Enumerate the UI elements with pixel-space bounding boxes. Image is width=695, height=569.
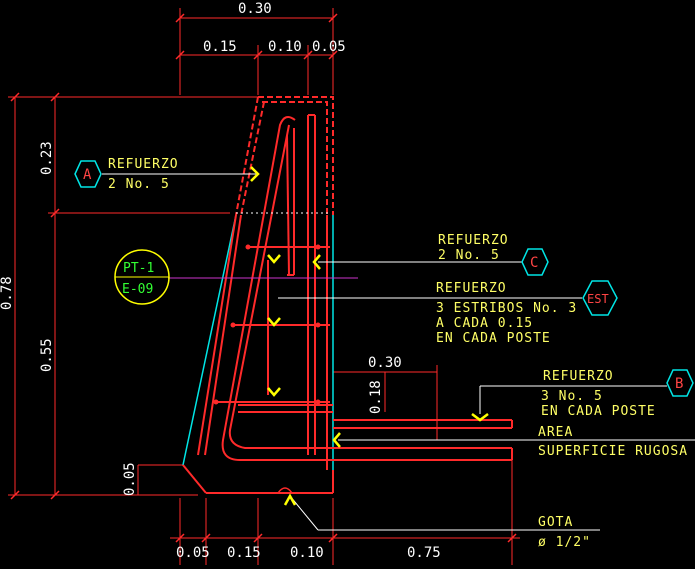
dim-left-lower: 0.55 bbox=[39, 338, 55, 372]
tag-est: EST bbox=[582, 280, 618, 316]
note-b-line3: EN CADA POSTE bbox=[541, 404, 656, 419]
dim-bottom-a: 0.05 bbox=[176, 545, 210, 561]
note-est-line3: A CADA 0.15 bbox=[436, 316, 533, 331]
dim-right-ext: 0.30 bbox=[368, 355, 402, 371]
svg-text:A: A bbox=[83, 167, 92, 183]
dim-top-c: 0.05 bbox=[312, 39, 346, 55]
dim-top-total: 0.30 bbox=[238, 1, 272, 17]
svg-text:B: B bbox=[675, 376, 683, 392]
note-gota-line2: ø 1/2" bbox=[538, 535, 591, 550]
drip-groove bbox=[277, 487, 293, 494]
detail-reference: PT-1 E-09 bbox=[114, 249, 170, 305]
hexagon-icon bbox=[521, 248, 549, 276]
hexagon-icon bbox=[582, 280, 618, 316]
note-est-line2: 3 ESTRIBOS No. 3 bbox=[436, 301, 577, 316]
note-c-line1: REFUERZO bbox=[438, 233, 509, 248]
dimension-ticks bbox=[10, 13, 517, 543]
hexagon-icon bbox=[666, 369, 694, 397]
note-b-line2: 3 No. 5 bbox=[541, 389, 603, 404]
tag-b: B bbox=[666, 369, 694, 397]
dim-right-vert: 0.18 bbox=[368, 380, 384, 414]
dim-top-b: 0.10 bbox=[268, 39, 302, 55]
detail-ref-top: PT-1 bbox=[123, 261, 154, 276]
svg-text:EST: EST bbox=[587, 292, 609, 306]
rebar-markers bbox=[250, 166, 489, 506]
note-b-line1: REFUERZO bbox=[543, 369, 614, 384]
rebar-dots bbox=[213, 244, 321, 405]
dim-left-base: 0.05 bbox=[122, 462, 138, 496]
detail-ref-bottom: E-09 bbox=[122, 282, 153, 297]
leader-lines bbox=[102, 173, 695, 531]
note-area-line1: AREA bbox=[538, 425, 573, 440]
note-gota-line1: GOTA bbox=[538, 515, 573, 530]
dim-bottom-d: 0.75 bbox=[407, 545, 441, 561]
dim-bottom-b: 0.15 bbox=[227, 545, 261, 561]
dim-left-total: 0.78 bbox=[0, 276, 15, 310]
note-c-line2: 2 No. 5 bbox=[438, 248, 500, 263]
tag-c: C bbox=[521, 248, 549, 276]
hexagon-icon bbox=[74, 160, 102, 188]
svg-text:C: C bbox=[530, 255, 538, 271]
tag-a: A bbox=[74, 160, 102, 188]
note-area-line2: SUPERFICIE RUGOSA bbox=[538, 444, 688, 459]
note-est-line1: REFUERZO bbox=[436, 281, 507, 296]
note-est-line4: EN CADA POSTE bbox=[436, 331, 551, 346]
note-a-line1: REFUERZO bbox=[108, 157, 179, 172]
dim-bottom-c: 0.10 bbox=[290, 545, 324, 561]
note-a-line2: 2 No. 5 bbox=[108, 177, 170, 192]
concrete-outline bbox=[182, 214, 334, 470]
dimension-lines bbox=[8, 8, 520, 565]
rebar-and-section bbox=[182, 96, 513, 494]
dim-top-a: 0.15 bbox=[203, 39, 237, 55]
dim-left-upper: 0.23 bbox=[39, 141, 55, 175]
